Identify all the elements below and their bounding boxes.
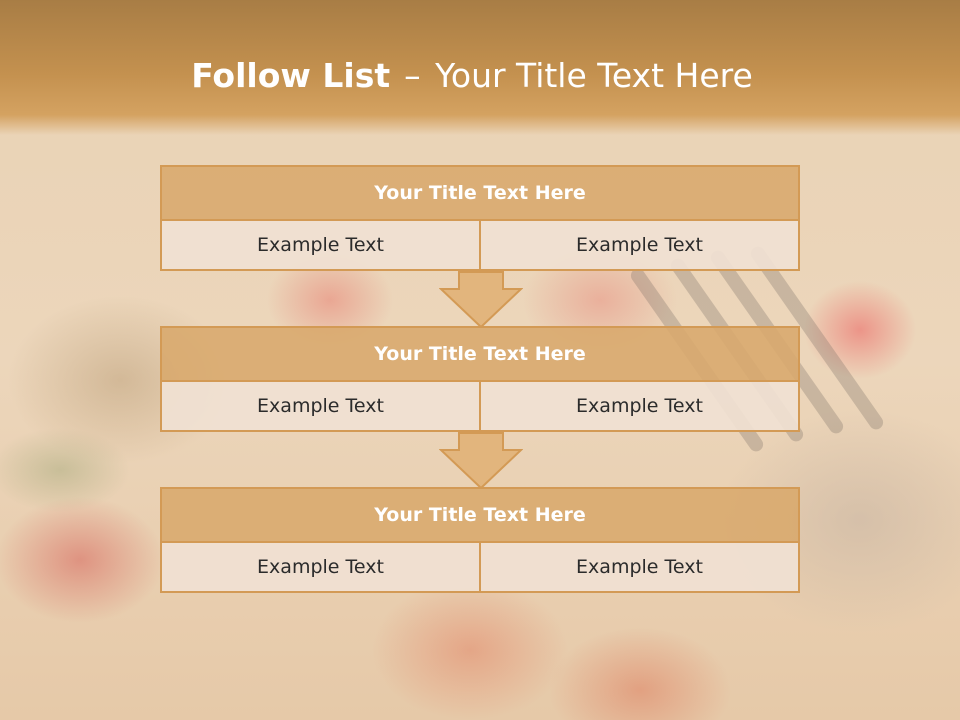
list-block-3: Your Title Text Here Example Text Exampl… xyxy=(160,487,800,593)
list-block-1: Your Title Text Here Example Text Exampl… xyxy=(160,165,800,271)
slide-title-bold: Follow List xyxy=(191,56,391,95)
block-row: Example Text Example Text xyxy=(160,382,800,432)
slide-title-separator: – xyxy=(404,56,421,95)
block-cell-right: Example Text xyxy=(479,543,800,593)
list-block-2: Your Title Text Here Example Text Exampl… xyxy=(160,326,800,432)
block-row: Example Text Example Text xyxy=(160,221,800,271)
block-title: Your Title Text Here xyxy=(160,326,800,382)
down-arrow-icon xyxy=(439,271,523,329)
block-row: Example Text Example Text xyxy=(160,543,800,593)
slide-title: Follow List– Your Title Text Here xyxy=(0,54,944,98)
block-cell-left: Example Text xyxy=(160,543,481,593)
block-title: Your Title Text Here xyxy=(160,487,800,543)
block-cell-left: Example Text xyxy=(160,221,481,271)
block-cell-right: Example Text xyxy=(479,221,800,271)
header-band xyxy=(0,0,960,135)
down-arrow-icon xyxy=(439,432,523,490)
block-title: Your Title Text Here xyxy=(160,165,800,221)
block-cell-left: Example Text xyxy=(160,382,481,432)
slide-title-rest: Your Title Text Here xyxy=(435,56,753,95)
block-cell-right: Example Text xyxy=(479,382,800,432)
